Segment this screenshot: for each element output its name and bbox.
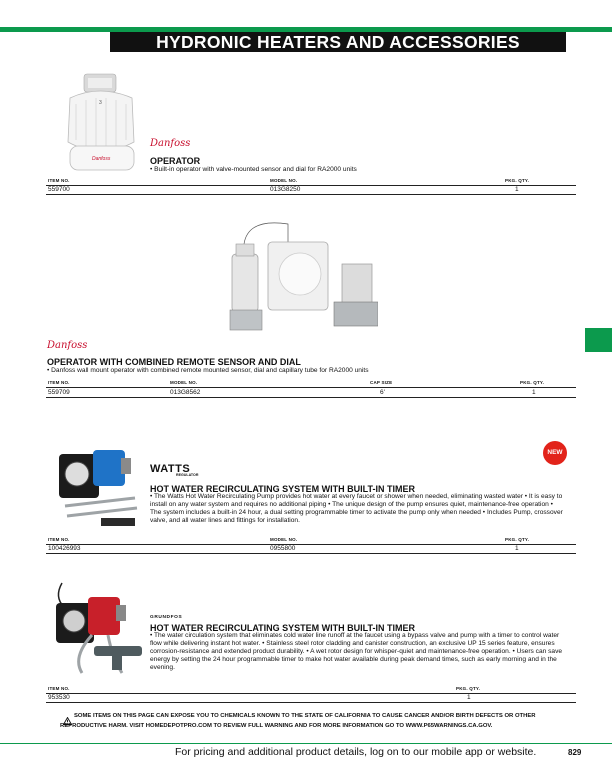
col-header-qty: PKG. QTY. [456, 686, 481, 691]
col-header-model: MODEL NO. [270, 178, 298, 183]
item-number: 559709 [48, 389, 70, 396]
col-header-item: ITEM NO. [48, 686, 70, 691]
table-rule [46, 553, 576, 554]
model-number: 0955800 [270, 545, 296, 552]
table-rule [46, 693, 576, 694]
table-rule [46, 185, 576, 186]
header-accent-bar [0, 27, 612, 32]
product-description: • Built-in operator with valve-mounted s… [150, 166, 357, 173]
new-badge-label: NEW [547, 449, 563, 456]
brand-logo-grundfos: GRUNDFOS [150, 615, 183, 620]
product-image-operator: Danfoss 3 [62, 72, 140, 176]
brand-logo-watts: WATTS REGULATOR [150, 463, 198, 477]
brand-name: WATTS [150, 463, 191, 475]
product-title: HOT WATER RECIRCULATING SYSTEM WITH BUIL… [150, 484, 415, 494]
product-title: OPERATOR [150, 156, 201, 166]
new-badge: NEW [543, 441, 567, 465]
package-quantity: 1 [515, 545, 519, 552]
table-rule [46, 387, 576, 388]
footer-text: For pricing and additional product detai… [175, 746, 537, 758]
item-number: 953530 [48, 694, 70, 701]
package-quantity: 1 [467, 694, 471, 701]
table-rule [46, 544, 576, 545]
col-header-model: MODEL NO. [170, 380, 198, 385]
item-number: 559700 [48, 186, 70, 193]
product-image-watts-pump [55, 440, 145, 535]
page-number: 829 [568, 748, 582, 757]
brand-logo-danfoss: Danfoss [150, 138, 191, 149]
brand-logo-danfoss: Danfoss [47, 340, 88, 351]
remote-sensor-dial-icon [229, 222, 379, 331]
table-rule [46, 702, 576, 703]
col-header-qty: PKG. QTY. [505, 178, 530, 183]
warning-triangle-icon [62, 716, 73, 725]
brand-subtitle: REGULATOR [176, 473, 199, 477]
product-title: OPERATOR WITH COMBINED REMOTE SENSOR AND… [47, 357, 301, 367]
page-title: HYDRONIC HEATERS AND ACCESSORIES [110, 32, 566, 52]
col-header-item: ITEM NO. [48, 537, 70, 542]
prop65-warning: SOME ITEMS ON THIS PAGE CAN EXPOSE YOU T… [60, 713, 536, 729]
section-tab [585, 328, 612, 352]
product-description: • The water circulation system that elim… [150, 632, 563, 671]
package-quantity: 1 [515, 186, 519, 193]
table-rule [46, 194, 576, 195]
product-image-grundfos-pump [52, 577, 144, 679]
package-quantity: 1 [532, 389, 536, 396]
svg-text:3: 3 [99, 100, 102, 106]
item-number: 100426993 [48, 545, 81, 552]
product-description: • Danfoss wall mount operator with combi… [47, 367, 369, 374]
crossover-valve-icon [94, 646, 142, 670]
product-title: HOT WATER RECIRCULATING SYSTEM WITH BUIL… [150, 623, 415, 633]
col-header-qty: PKG. QTY. [520, 380, 545, 385]
col-header-item: ITEM NO. [48, 380, 70, 385]
col-header-qty: PKG. QTY. [505, 537, 530, 542]
product-description: • The Watts Hot Water Recirculating Pump… [150, 493, 563, 524]
warning-icon [62, 712, 73, 725]
grundfos-pump-icon [56, 582, 126, 674]
col-header-cap-size: CAP SIZE [370, 380, 393, 385]
recirculating-pump-icon [59, 450, 138, 526]
product-image-remote-operator [228, 214, 379, 338]
model-number: 013G8250 [270, 186, 301, 193]
footer-rule [0, 743, 612, 744]
model-number: 013G8562 [170, 389, 201, 396]
table-rule [46, 397, 576, 398]
col-header-item: ITEM NO. [48, 178, 70, 183]
cap-size: 6' [380, 389, 385, 396]
svg-text:Danfoss: Danfoss [92, 156, 111, 162]
product-image-crossover-valve [92, 640, 144, 672]
thermostat-operator-icon: Danfoss 3 [67, 73, 135, 171]
col-header-model: MODEL NO. [270, 537, 298, 542]
